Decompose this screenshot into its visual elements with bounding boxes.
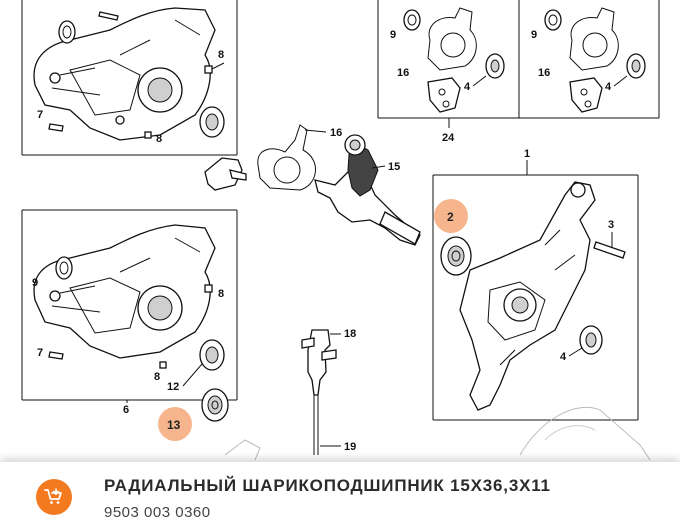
lower-parts: 18 19 [224,328,651,461]
callout-18[interactable]: 18 [344,328,356,340]
callout-8-b[interactable]: 8 [156,133,162,145]
callout-16-b[interactable]: 16 [538,67,550,79]
callout-16-a[interactable]: 16 [397,67,409,79]
callout-8-a[interactable]: 8 [218,49,224,61]
callout-2[interactable]: 2 [447,210,454,224]
part-number: 9503 003 0360 [104,504,211,521]
crankcase-assembly-top: 8 7 8 [21,0,238,156]
callout-8-c[interactable]: 8 [218,288,224,300]
callout-4-a[interactable]: 4 [464,81,471,93]
callout-24[interactable]: 24 [442,132,455,144]
part-title: РАДИАЛЬНЫЙ ШАРИКОПОДШИПНИК 15Х36,3Х11 [104,476,551,495]
callout-1[interactable]: 1 [524,148,530,160]
crankcase-half-right: 1 3 4 2 [432,148,639,421]
callout-4-b[interactable]: 4 [605,81,612,93]
callout-9-d[interactable]: 9 [32,277,38,289]
callout-15[interactable]: 15 [388,161,400,173]
crankshaft-group: 16 15 [204,124,421,246]
callout-9-b[interactable]: 9 [390,29,396,41]
callout-19[interactable]: 19 [344,441,356,453]
part-info-bar: РАДИАЛЬНЫЙ ШАРИКОПОДШИПНИК 15Х36,3Х11 95… [0,461,680,531]
callout-9-c[interactable]: 9 [531,29,537,41]
callout-7-a[interactable]: 7 [37,109,43,121]
highlight-marker-13[interactable] [158,407,192,441]
callout-12[interactable]: 12 [167,381,179,393]
callout-4-c[interactable]: 4 [560,351,567,363]
cart-add-icon [44,488,62,504]
callout-3[interactable]: 3 [608,219,614,231]
callout-7-b[interactable]: 7 [37,347,43,359]
callout-6[interactable]: 6 [123,404,129,416]
add-to-cart-button[interactable] [36,479,72,515]
callout-16-c[interactable]: 16 [330,127,342,139]
callout-13[interactable]: 13 [167,418,181,432]
gasket-assembly-top: 9 9 16 16 4 4 24 [377,0,660,144]
crankcase-assembly-lower: 9 8 7 8 12 6 13 [21,209,238,441]
highlight-marker-2[interactable] [434,199,468,233]
callout-8-d[interactable]: 8 [154,371,160,383]
